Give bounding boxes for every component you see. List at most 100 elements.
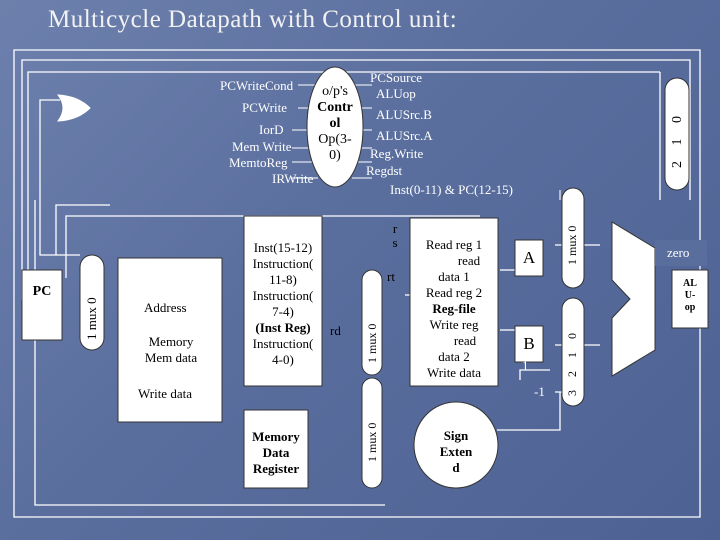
- rs-label: r s: [388, 222, 402, 250]
- memtoreg-mux-label: 1 mux 0: [365, 422, 379, 462]
- rd-label: rd: [330, 323, 341, 338]
- signal-iord: IorD: [259, 122, 284, 137]
- ir-line: Instruction(: [252, 256, 314, 271]
- sign-extend-line: Exten: [439, 444, 473, 459]
- pc-to-alu-wire: [65, 215, 480, 278]
- rt-label: rt: [387, 269, 395, 284]
- signal-pcwrite: PCWrite: [242, 100, 287, 115]
- regfile-label: Read reg 1 read data 1 Read reg 2 Reg-fi…: [410, 237, 498, 381]
- signal-memwrite: Mem Write: [232, 139, 292, 154]
- ir-line: Instruction(: [252, 288, 314, 303]
- signal-alusrcb: ALUSrc.B: [376, 107, 432, 122]
- memtoreg-mux: [361, 377, 383, 489]
- pcsource-mux-label: 2 1 0: [670, 110, 685, 168]
- signal-aluop: ALUop: [376, 86, 416, 101]
- regfile-line: read: [457, 253, 481, 268]
- const-neg-one-label: -1: [534, 384, 545, 399]
- regdst-mux-label: 1 mux 0: [365, 323, 379, 363]
- sign-extend-line: Sign: [443, 428, 469, 443]
- const1-wire: [519, 369, 550, 380]
- mdr-line: Data: [262, 445, 290, 460]
- reg-a-label: A: [522, 248, 536, 267]
- const-one-label: 1: [522, 358, 529, 373]
- control-unit-line: Op(3-: [318, 132, 352, 147]
- register-file: [409, 217, 499, 387]
- ir-line: Instruction(: [252, 336, 314, 351]
- sign-extend-line: d: [452, 460, 460, 475]
- control-unit-line: ol: [329, 116, 341, 131]
- regfile-line: Write reg: [429, 317, 479, 332]
- reg-b-label: B: [523, 334, 535, 353]
- ir-line: Inst(15-12): [253, 240, 313, 255]
- control-unit-label: o/p's Contr ol Op(3- 0): [312, 84, 358, 164]
- pc-source-wire: [21, 59, 691, 300]
- signal-pcwritecond: PCWriteCond: [220, 78, 294, 93]
- inner-loop-wire: [27, 71, 660, 300]
- signal-pcsource: PCSource: [370, 70, 422, 85]
- alusrcb-mux: [561, 297, 585, 407]
- inst-bus-label: Inst(0-11) & PC(12-15): [390, 182, 514, 197]
- alu-op-line: U-: [684, 290, 696, 301]
- regfile-line: Write data: [427, 365, 481, 380]
- zero-label: zero: [667, 245, 690, 260]
- alusrcb-mux-label: 3 2 1 0: [565, 328, 579, 396]
- ir-line: (Inst Reg): [255, 320, 311, 335]
- memory-data-label: Memory Mem data: [134, 334, 208, 366]
- signal-regwrite: Reg.Write: [370, 146, 424, 161]
- mdr-line: Register: [252, 461, 300, 476]
- instruction-register: [243, 215, 323, 387]
- register-a: [514, 239, 544, 277]
- regfile-line: read: [453, 333, 477, 348]
- alu-op-label: AL U- op: [672, 278, 708, 314]
- memory-line: Mem data: [144, 350, 198, 365]
- rs-line: s: [392, 235, 398, 250]
- mdr-label: Memory Data Register: [244, 429, 308, 477]
- signal-alusrca: ALUSrc.A: [376, 128, 433, 143]
- alu-op-line: op: [684, 302, 696, 313]
- regfile-line: data 2: [438, 349, 470, 364]
- gate-wire: [55, 204, 110, 255]
- memory-address-label: Address: [144, 300, 187, 315]
- signal-regdst: Regdst: [366, 163, 403, 178]
- ir-label: Inst(15-12) Instruction( 11-8) Instructi…: [244, 240, 322, 368]
- register-b: [514, 325, 544, 363]
- pcwrite-gate-wire: [39, 99, 80, 256]
- signext-to-mux: [497, 392, 561, 431]
- slide-title: Multicycle Datapath with Control unit:: [48, 6, 458, 33]
- ir-line: 11-8): [269, 272, 297, 287]
- sign-extend-label: Sign Exten d: [426, 428, 486, 476]
- regfile-line: data 1: [438, 269, 470, 284]
- regfile-line: Read reg 2: [425, 285, 483, 300]
- signal-memtoreg: MemtoReg: [229, 155, 288, 170]
- alu-control: [671, 269, 709, 329]
- memory-block: [117, 257, 223, 423]
- pc-mux-label: 1 mux 0: [84, 297, 99, 340]
- alu: [611, 221, 656, 377]
- alusrca-mux-label: 1 mux 0: [565, 225, 579, 265]
- memory-write-data-label: Write data: [138, 386, 192, 401]
- sign-extend: [413, 401, 499, 489]
- control-unit-line: Contr: [317, 100, 353, 115]
- regdst-mux: [361, 269, 383, 376]
- rs-line: r: [392, 221, 398, 236]
- signal-irwrite: IRWrite: [272, 171, 314, 186]
- memory-line: Memory: [148, 334, 194, 349]
- control-unit-line: o/p's: [322, 84, 348, 99]
- regfile-line: Read reg 1: [425, 237, 483, 252]
- control-unit: [306, 66, 364, 188]
- control-unit-line: 0): [329, 148, 341, 163]
- or-gate: [56, 94, 91, 122]
- alusrca-mux: [561, 187, 585, 289]
- outer-loop-wire: [13, 49, 701, 518]
- pc-register: [21, 269, 63, 341]
- pc-label: PC: [32, 284, 52, 299]
- zero-box: [655, 240, 707, 266]
- pcsource-mux: [664, 77, 690, 191]
- pc-mux: [79, 254, 105, 351]
- mdr-line: Memory: [252, 429, 300, 444]
- ir-line: 4-0): [272, 352, 294, 367]
- memory-data-register: [243, 409, 309, 489]
- ir-line: 7-4): [272, 304, 294, 319]
- regfile-line: Reg-file: [432, 301, 476, 316]
